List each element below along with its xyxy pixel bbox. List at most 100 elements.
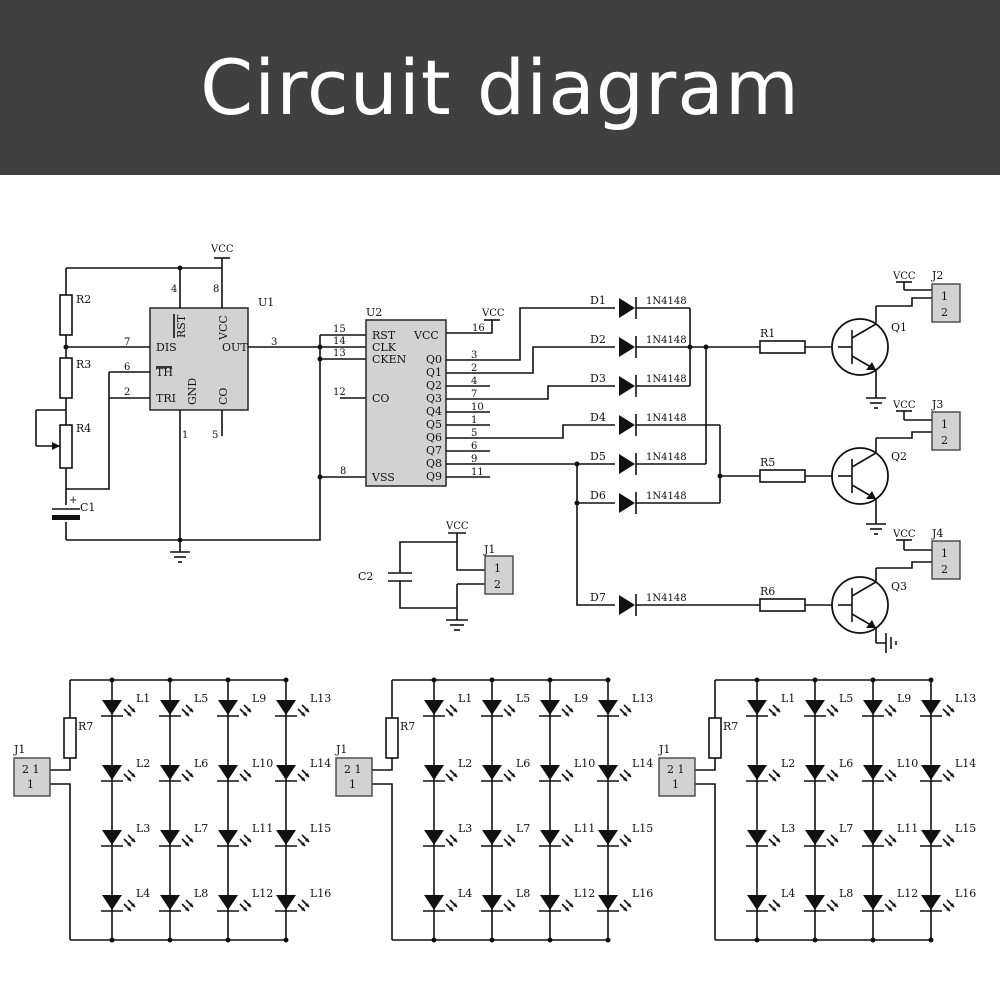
svg-text:5: 5 xyxy=(471,428,477,439)
svg-text:1N4148: 1N4148 xyxy=(646,413,687,424)
u2-output-wiring xyxy=(446,307,615,606)
led-label: L2 xyxy=(136,757,150,770)
svg-text:CO: CO xyxy=(372,392,389,405)
u1-num-5: 5 xyxy=(212,430,218,441)
led-label: L8 xyxy=(194,887,208,900)
connector-j3: VCC 1 2 J3 xyxy=(876,398,961,451)
led: L2 xyxy=(746,757,795,782)
svg-text:CKEN: CKEN xyxy=(372,353,407,366)
svg-text:14: 14 xyxy=(333,336,346,347)
svg-text:VCC: VCC xyxy=(481,308,505,319)
svg-text:15: 15 xyxy=(333,324,346,335)
led-label: L8 xyxy=(839,887,853,900)
diode-d5: D5 1N4148 xyxy=(590,450,706,475)
ground-timer xyxy=(170,545,190,563)
led-label: L14 xyxy=(310,757,331,770)
j1-pin-1: 1 xyxy=(349,778,356,791)
u1-body xyxy=(149,307,249,411)
svg-text:1: 1 xyxy=(941,547,948,560)
svg-text:J1: J1 xyxy=(483,543,495,556)
led-label: L2 xyxy=(781,757,795,770)
svg-text:D7: D7 xyxy=(590,591,606,604)
led: L8 xyxy=(804,887,853,912)
led-label: L13 xyxy=(632,692,653,705)
led-label: L5 xyxy=(839,692,853,705)
svg-text:D6: D6 xyxy=(590,489,606,502)
u1-pin-th: TH xyxy=(156,366,173,379)
led-panel-3: R72 11J1L1L2L3L4L5L6L7L8L9L10L11L12L13L1… xyxy=(658,677,976,943)
r7-label: R7 xyxy=(78,720,93,733)
led-label: L1 xyxy=(136,692,150,705)
resistor-r2: R2 xyxy=(59,293,91,336)
svg-text:Q2: Q2 xyxy=(426,379,442,392)
u1-num-7: 7 xyxy=(124,337,130,348)
led: L1 xyxy=(746,692,795,717)
svg-text:12: 12 xyxy=(333,387,346,398)
led-label: L7 xyxy=(194,822,208,835)
svg-text:9: 9 xyxy=(471,454,477,465)
svg-text:RST: RST xyxy=(372,329,396,342)
svg-text:Q9: Q9 xyxy=(426,470,442,483)
r7-label: R7 xyxy=(400,720,415,733)
svg-text:1N4148: 1N4148 xyxy=(646,374,687,385)
svg-text:1: 1 xyxy=(471,415,477,426)
svg-text:U2: U2 xyxy=(366,306,382,319)
j1-pin-2: 2 1 xyxy=(344,763,362,776)
svg-text:D4: D4 xyxy=(590,411,606,424)
led: L16 xyxy=(597,887,653,912)
j1-label: J1 xyxy=(658,743,670,756)
led: L10 xyxy=(217,757,273,782)
led-label: L9 xyxy=(252,692,266,705)
led-label: L15 xyxy=(955,822,976,835)
ground-q3 xyxy=(876,633,897,653)
svg-text:VCC: VCC xyxy=(892,529,916,540)
resistor-r5: R5 xyxy=(759,456,838,483)
u1-pin-tri: TRI xyxy=(156,392,176,405)
svg-text:J3: J3 xyxy=(931,398,943,411)
diode-d6: D6 1N4148 xyxy=(590,489,720,514)
svg-text:R4: R4 xyxy=(76,422,91,435)
led: L6 xyxy=(481,757,530,782)
svg-text:1N4148: 1N4148 xyxy=(646,335,687,346)
u1-pin-vcc: VCC xyxy=(217,315,230,341)
led-label: L10 xyxy=(574,757,595,770)
svg-text:2: 2 xyxy=(494,578,501,591)
svg-text:Q4: Q4 xyxy=(426,405,442,418)
r7-label: R7 xyxy=(723,720,738,733)
led-label: L10 xyxy=(897,757,918,770)
led-label: L5 xyxy=(516,692,530,705)
led: L14 xyxy=(275,757,331,782)
timer-u1: U1 DIS TH TRI OUT RST VCC GND CO 4 8 7 6… xyxy=(124,284,277,441)
led-label: L12 xyxy=(897,887,918,900)
led-label: L9 xyxy=(897,692,911,705)
svg-text:Q1: Q1 xyxy=(891,321,907,334)
u2-body xyxy=(365,319,447,487)
u1-pin-co: CO xyxy=(217,388,230,405)
j1-label: J1 xyxy=(335,743,347,756)
svg-text:D3: D3 xyxy=(590,372,606,385)
led: L15 xyxy=(597,822,653,847)
svg-text:1: 1 xyxy=(941,418,948,431)
led-label: L11 xyxy=(252,822,273,835)
led-label: L15 xyxy=(632,822,653,835)
led-label: L16 xyxy=(310,887,331,900)
svg-text:R3: R3 xyxy=(76,358,91,371)
led: L15 xyxy=(920,822,976,847)
svg-text:2: 2 xyxy=(941,434,948,447)
led: L5 xyxy=(159,692,208,717)
led: L15 xyxy=(275,822,331,847)
svg-text:VCC: VCC xyxy=(413,329,439,342)
led: L8 xyxy=(481,887,530,912)
j1-pin-2: 2 1 xyxy=(667,763,685,776)
u1-pin-rst: RST xyxy=(175,314,188,338)
svg-text:VCC: VCC xyxy=(445,521,469,532)
led-label: L8 xyxy=(516,887,530,900)
led: L5 xyxy=(481,692,530,717)
transistor-q1: Q1 xyxy=(831,306,907,398)
led-label: L15 xyxy=(310,822,331,835)
led: L7 xyxy=(159,822,208,847)
svg-text:C1: C1 xyxy=(80,501,95,514)
svg-text:Q0: Q0 xyxy=(426,353,442,366)
svg-text:VSS: VSS xyxy=(371,471,395,484)
led: L10 xyxy=(539,757,595,782)
